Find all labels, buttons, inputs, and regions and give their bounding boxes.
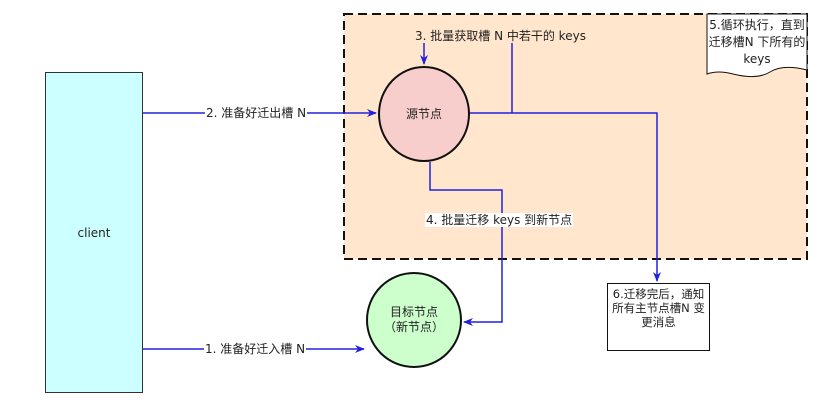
edge-step2-label: 2. 准备好迁出槽 N — [205, 106, 308, 120]
client-label: client — [77, 225, 111, 240]
edge-step6 — [470, 112, 661, 282]
source-node: 源节点 — [378, 66, 470, 162]
notify-note-text: 6.迁移完后，通知所有主节点槽N 变更消息 — [612, 287, 705, 329]
edge-step4-label: 4. 批量迁移 keys 到新节点 — [425, 213, 574, 227]
loop-note-shape — [706, 13, 808, 78]
notify-note: 6.迁移完后，通知所有主节点槽N 变更消息 — [607, 283, 710, 351]
target-node: 目标节点（新节点） — [366, 272, 462, 368]
loop-note-text: 5.循环执行，直到迁移槽N 下所有的keys — [708, 18, 806, 66]
client-node: client — [45, 72, 143, 393]
edge-step1-label: 1. 准备好迁入槽 N — [204, 342, 307, 356]
edge-step4 — [429, 162, 503, 326]
edge-step3-label: 3. 批量获取槽 N 中若干的 keys — [414, 29, 587, 43]
target-node-label: 目标节点（新节点） — [383, 305, 444, 334]
source-node-label: 源节点 — [405, 106, 442, 121]
